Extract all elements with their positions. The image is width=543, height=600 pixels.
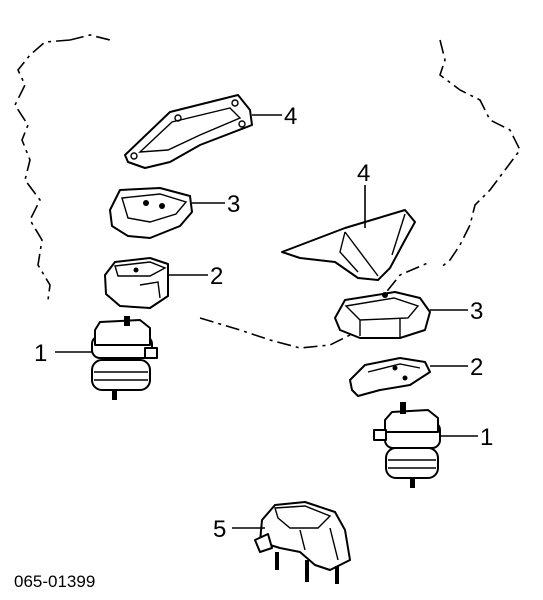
callout-right-4: 4	[357, 160, 370, 187]
engine-outline-right	[439, 39, 521, 269]
diagram-part-number: 065-01399	[14, 572, 95, 591]
mount-bracket-plate-right	[281, 209, 416, 281]
mount-insulator-right	[334, 291, 431, 339]
engine-mount-left	[91, 316, 158, 400]
engine-mount-right	[373, 402, 441, 488]
callout-left-2: 2	[210, 263, 223, 290]
callout-right-1: 1	[480, 424, 493, 451]
mount-bracket-right	[349, 357, 431, 397]
rear-mount-bracket	[254, 501, 351, 584]
mount-insulator-left	[109, 187, 193, 239]
callout-left-3: 3	[227, 191, 240, 218]
mount-bracket-plate-left	[124, 94, 253, 169]
callout-left-1: 1	[34, 340, 47, 367]
callout-right-3: 3	[470, 298, 483, 325]
mount-bracket-left	[104, 257, 169, 309]
callout-right-2: 2	[470, 354, 483, 381]
callout-bottom-5: 5	[213, 516, 226, 543]
engine-outline	[14, 39, 71, 301]
engine-outline-upper	[69, 34, 111, 41]
callout-left-4: 4	[284, 103, 297, 130]
engine-outline-lower	[199, 261, 431, 349]
